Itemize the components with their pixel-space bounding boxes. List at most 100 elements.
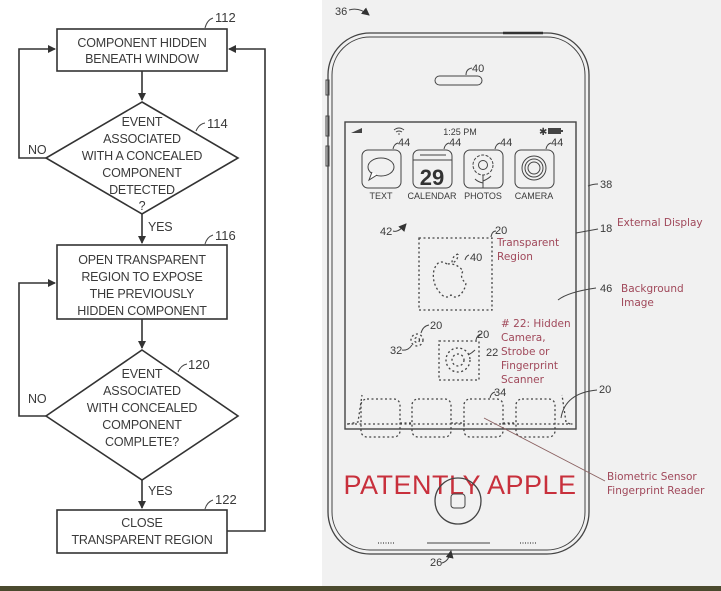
dock-slot-4 — [515, 398, 556, 438]
ref-leader — [557, 287, 597, 301]
node-122-process: CLOSE TRANSPARENT REGION 122 — [56, 492, 237, 554]
app-icon-frame — [514, 149, 555, 189]
node-114-line-2: ASSOCIATED — [103, 132, 181, 146]
arrow-no-loop-2 — [18, 279, 56, 417]
camera-lens-icon — [521, 155, 547, 181]
ref-34: 34 — [494, 387, 506, 399]
annotation-external-display: External Display — [617, 217, 703, 229]
phone-figure-panel — [322, 0, 721, 586]
calendar-day: 29 — [420, 165, 444, 190]
home-button-square-icon — [450, 493, 466, 509]
arrow-no-loop-1 — [18, 45, 56, 159]
annotation-transparent-1: Transparent — [496, 237, 559, 249]
speaker-slot — [434, 75, 483, 86]
ref-20-flash: 20 — [430, 320, 442, 332]
ref-20-dock: 20 — [599, 384, 611, 396]
ref-leader — [587, 183, 599, 187]
app-icon-frame — [361, 149, 402, 189]
hidden-flash-region — [410, 333, 424, 347]
ref-leader — [204, 499, 214, 510]
ref-leader — [465, 67, 473, 76]
ref-42-arrow — [392, 223, 407, 232]
ref-46: 46 — [600, 283, 612, 295]
node-116-line-1: OPEN TRANSPARENT — [78, 253, 206, 267]
app-icon-frame — [412, 149, 453, 189]
ref-22: 22 — [486, 347, 498, 359]
annotation-hidden-camera-2: Camera, — [501, 332, 546, 344]
volume-down-button — [325, 145, 330, 167]
ref-44: 44 — [449, 137, 461, 149]
transparent-region — [418, 237, 493, 311]
ref-122: 122 — [215, 492, 237, 507]
ref-leader — [575, 228, 599, 234]
annotation-hidden-camera-5: Scanner — [501, 374, 545, 386]
node-120-decision: EVENT ASSOCIATED WITH CONCEALED COMPONEN… — [44, 349, 240, 481]
ref-18: 18 — [600, 223, 612, 235]
ref-36-arrow — [348, 7, 370, 16]
ref-26-arrow — [441, 550, 454, 564]
home-button[interactable] — [434, 477, 482, 525]
ref-44: 44 — [551, 137, 563, 149]
ref-38: 38 — [600, 179, 612, 191]
app-label-camera: CAMERA — [515, 191, 554, 201]
phone-figure: 36 40 38 1:25 PM ✱ — [325, 6, 705, 569]
ref-20-camera: 20 — [477, 329, 489, 341]
node-116-line-2: REGION TO EXPOSE — [81, 270, 202, 284]
node-120-line-5: COMPLETE? — [105, 435, 179, 449]
node-114-decision: EVENT ASSOCIATED WITH A CONCEALED COMPON… — [44, 101, 240, 215]
annotation-biometric-2: Fingerprint Reader — [607, 485, 705, 497]
ref-leader — [560, 389, 598, 419]
app-icon-text[interactable]: TEXT 44 — [361, 137, 410, 201]
app-icon-photos[interactable]: PHOTOS 44 — [463, 137, 512, 201]
node-114-line-6: ? — [139, 199, 146, 213]
annotation-hidden-camera-4: Fingerprint — [501, 360, 558, 372]
node-116-process: OPEN TRANSPARENT REGION TO EXPOSE THE PR… — [56, 228, 236, 320]
node-114-line-5: DETECTED — [109, 183, 175, 197]
flowchart-panel — [0, 0, 322, 586]
calendar-icon — [413, 154, 452, 161]
node-112-line-1: COMPONENT HIDDEN — [77, 36, 206, 50]
phone-housing-outer — [327, 32, 590, 555]
wifi-icon — [393, 127, 405, 135]
edge-label-yes-1: YES — [148, 220, 172, 234]
sunflower-icon — [472, 154, 494, 188]
ref-20-transparent: 20 — [495, 225, 507, 237]
edge-label-yes-2: YES — [148, 484, 172, 498]
ref-26: 26 — [430, 557, 442, 569]
node-122-line-1: CLOSE — [121, 516, 162, 530]
arrow-return-loop — [227, 45, 266, 532]
app-icon-calendar[interactable]: 29 CALENDAR 44 — [407, 137, 461, 201]
ref-leader — [204, 234, 214, 245]
watermark-text: PATENTLY APPLE — [343, 470, 576, 500]
bottom-strip — [0, 586, 721, 591]
annotation-biometric-1: Biometric Sensor — [607, 471, 697, 483]
ref-44: 44 — [398, 137, 410, 149]
node-112-process: COMPONENT HIDDEN BENEATH WINDOW 112 — [56, 10, 236, 72]
node-116-line-4: HIDDEN COMPONENT — [77, 304, 207, 318]
node-114-line-1: EVENT — [122, 115, 163, 129]
ref-leader — [177, 363, 188, 373]
dock-slot-1 — [360, 398, 401, 438]
annotation-background-2: Image — [621, 297, 654, 309]
ref-leader — [204, 17, 214, 29]
edge-label-no-2: NO — [28, 392, 47, 406]
ref-112: 112 — [215, 10, 236, 25]
ref-36: 36 — [335, 6, 347, 18]
battery-icon — [548, 128, 561, 134]
hidden-camera-region — [438, 340, 480, 381]
app-icon-camera[interactable]: CAMERA 44 — [514, 137, 564, 201]
status-bar: 1:25 PM ✱ — [351, 127, 563, 138]
node-120-line-3: WITH CONCEALED — [87, 401, 198, 415]
bluetooth-icon: ✱ — [539, 127, 547, 138]
dock-slot-2 — [411, 398, 452, 438]
ref-116: 116 — [215, 228, 236, 243]
signal-bars-icon — [351, 128, 362, 133]
annotation-transparent-2: Region — [497, 251, 533, 263]
node-122-line-2: TRANSPARENT REGION — [71, 533, 212, 547]
node-112-line-2: BENEATH WINDOW — [85, 52, 199, 66]
node-114-line-4: COMPONENT — [102, 166, 182, 180]
ref-42: 42 — [380, 226, 392, 238]
camera-lens-hidden-icon — [445, 347, 471, 373]
ref-40-logo: 40 — [470, 252, 482, 264]
